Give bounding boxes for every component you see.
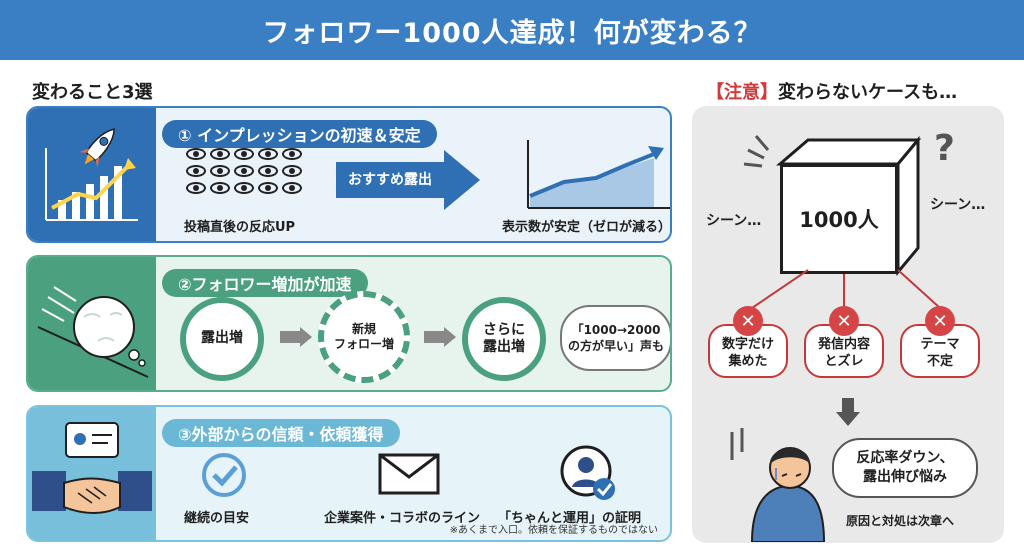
node-more-exposure: さらに 露出増 [462,297,546,381]
check-circle-icon [202,453,246,497]
silence-left-label: シーン… [706,213,762,229]
disclaimer-note: ※あくまで入口。依頼を保証するものではない [449,525,658,536]
area-chart-icon [527,140,670,209]
continuity-label: 継続の目安 [184,511,250,526]
question-mark-icon: ? [934,128,955,169]
follower-cube: 1000人 [780,164,898,274]
caution-heading: 【注意】変わらないケースも… [706,82,958,103]
result-speech-bubble: 反応率ダウン、 露出伸び悩み [832,438,978,498]
x-mark-icon: ✕ [829,306,859,336]
panel-trust: ③外部からの信頼・依頼獲得 継続の目安 企業案件・コラボのライン 「ちゃんと運用… [26,405,672,542]
recommend-arrow: おすすめ露出 [336,150,486,210]
panel2-title: ②フォロワー増加が加速 [162,269,368,297]
page-title: フォロワー1000人達成！何が変わる？ [262,17,762,49]
recommend-label: おすすめ露出 [348,172,432,188]
disappointed-person-icon [730,428,826,542]
panel-follower-growth: ②フォロワー増加が加速 露出増 新規 フォロー増 さらに 露出増 「1000→2… [26,255,672,392]
handshake-icon [28,407,156,540]
silence-right-label: シーン… [930,197,986,213]
x-mark-icon: ✕ [925,306,955,336]
panel3-title: ③外部からの信頼・依頼獲得 [162,419,400,447]
title-banner: フォロワー1000人達成！何が変わる？ [0,0,1024,60]
rocket-chart-icon [28,108,156,241]
panel1-title: ① インプレッションの初速＆安定 [162,120,437,148]
voices-bubble: 「1000→2000 の方が早い」声も [560,305,670,371]
envelope-icon [378,453,440,495]
panel-impressions: ① インプレッションの初速＆安定 投稿直後の反応UP おすすめ露出 表示数が安定… [26,106,672,243]
next-chapter-note: 原因と対処は次章へ [846,514,955,528]
connector-lines [751,269,941,309]
shock-lines-icon [743,135,770,168]
stable-impressions-label: 表示数が安定（ゼロが減る） [502,220,672,235]
node-new-follows: 新規 フォロー増 [318,291,410,383]
down-arrow-icon [836,398,860,430]
x-mark-icon: ✕ [733,306,763,336]
node-exposure-up: 露出増 [180,297,264,381]
eyes-grid-icon [186,148,304,194]
cube-icon [776,136,922,277]
reaction-up-label: 投稿直後の反応UP [184,220,296,235]
snowball-icon [28,257,156,390]
changes-heading: 変わること3選 [32,82,153,103]
verified-user-icon [560,445,615,500]
business-deals-label: 企業案件・コラボのライン [324,511,481,526]
proof-label: 「ちゃんと運用」の証明 [498,511,642,526]
